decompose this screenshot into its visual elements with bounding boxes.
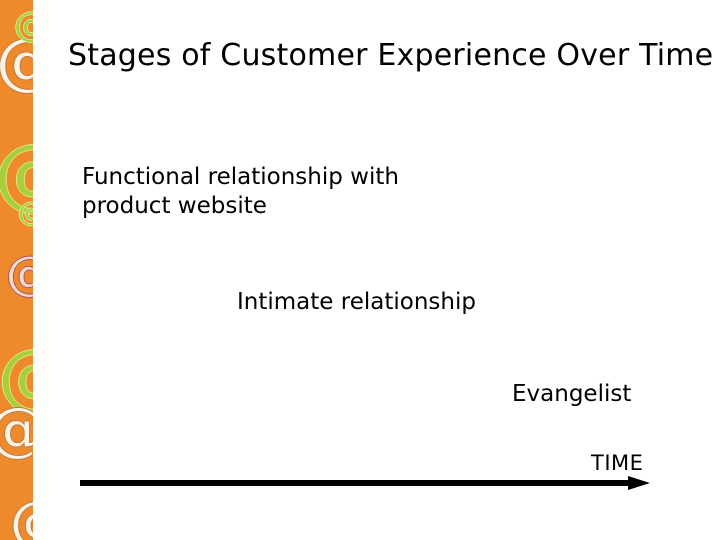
at-symbol-icon: @: [0, 400, 33, 458]
at-symbol-icon: @: [14, 8, 33, 42]
at-symbol-icon: @: [0, 340, 33, 412]
time-axis-label: TIME: [591, 451, 644, 475]
stage-label-functional-relationship: Functional relationship with product web…: [82, 164, 399, 220]
decorative-sidebar: @ @ @ @ @ @ @ @: [0, 0, 33, 540]
time-arrow-icon: [80, 476, 650, 490]
stage-label-intimate-relationship: Intimate relationship: [237, 289, 476, 315]
at-symbol-icon: @: [0, 30, 33, 92]
at-symbol-icon: @: [0, 135, 33, 213]
slide-title: Stages of Customer Experience Over Time: [68, 38, 714, 73]
stage-label-evangelist: Evangelist: [512, 381, 632, 407]
at-symbol-icon: @: [6, 250, 33, 296]
at-symbol-icon: @: [18, 200, 33, 226]
at-symbol-icon: @: [10, 495, 33, 540]
